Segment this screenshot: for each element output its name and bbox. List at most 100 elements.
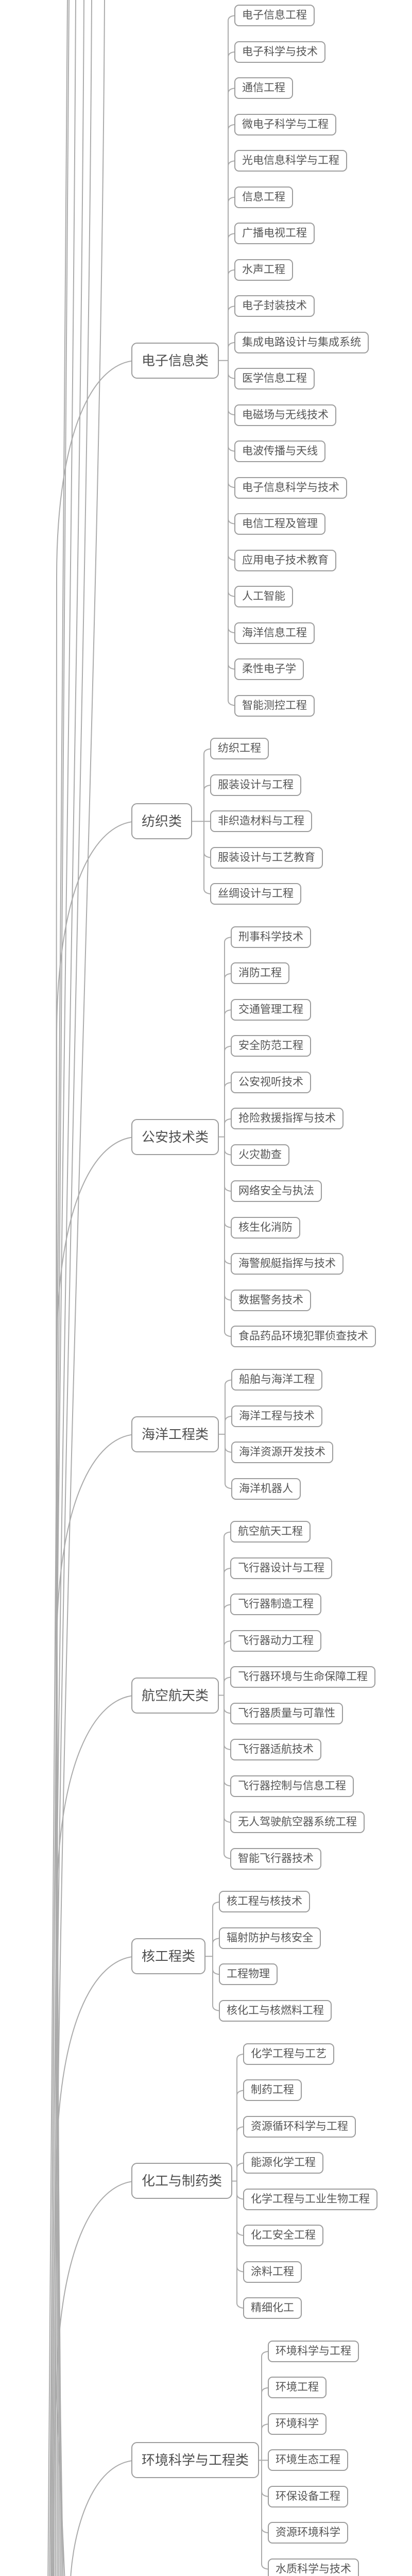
major-node[interactable]: 人工智能 bbox=[234, 586, 293, 607]
major-node[interactable]: 通信工程 bbox=[234, 77, 293, 99]
major-node[interactable]: 电磁场与无线技术 bbox=[234, 404, 336, 426]
major-node[interactable]: 飞行器控制与信息工程 bbox=[230, 1775, 354, 1797]
major-label: 核生化消防 bbox=[238, 1222, 293, 1233]
major-node[interactable]: 集成电路设计与集成系统 bbox=[234, 332, 369, 353]
major-node[interactable]: 微电子科学与工程 bbox=[234, 114, 336, 135]
major-label: 无人驾驶航空器系统工程 bbox=[238, 1816, 357, 1828]
major-node[interactable]: 航空航天工程 bbox=[230, 1521, 311, 1543]
major-node[interactable]: 化工安全工程 bbox=[243, 2225, 323, 2246]
major-node[interactable]: 能源化学工程 bbox=[243, 2152, 323, 2174]
category-node[interactable]: 纺织类 bbox=[131, 803, 193, 839]
major-node[interactable]: 消防工程 bbox=[231, 962, 289, 984]
major-node[interactable]: 环境生态工程 bbox=[268, 2449, 348, 2471]
major-node[interactable]: 核工程与核技术 bbox=[219, 1891, 310, 1912]
major-node[interactable]: 刑事科学技术 bbox=[231, 926, 311, 948]
major-node[interactable]: 工程物理 bbox=[219, 1963, 278, 1985]
major-node[interactable]: 海洋工程与技术 bbox=[231, 1405, 322, 1427]
major-node[interactable]: 电波传播与天线 bbox=[234, 440, 325, 462]
major-node[interactable]: 环境工程 bbox=[268, 2377, 327, 2398]
major-node[interactable]: 制药工程 bbox=[243, 2079, 302, 2101]
major-node[interactable]: 涂料工程 bbox=[243, 2261, 302, 2283]
major-label: 能源化学工程 bbox=[251, 2157, 316, 2168]
major-node[interactable]: 食品药品环境犯罪侦查技术 bbox=[231, 1326, 376, 1347]
major-node[interactable]: 核化工与核燃料工程 bbox=[219, 2000, 332, 2022]
major-label: 医学信息工程 bbox=[242, 372, 307, 384]
major-label: 化学工程与工艺 bbox=[251, 2048, 327, 2060]
major-label: 服装设计与工艺教育 bbox=[218, 852, 315, 863]
major-node[interactable]: 飞行器质量与可靠性 bbox=[230, 1703, 343, 1724]
major-node[interactable]: 资源循环科学与工程 bbox=[243, 2116, 356, 2138]
major-label: 信息工程 bbox=[242, 191, 285, 203]
major-node[interactable]: 环境科学 bbox=[268, 2413, 327, 2435]
major-node[interactable]: 无人驾驶航空器系统工程 bbox=[230, 1811, 365, 1833]
category-label: 航空航天类 bbox=[142, 1688, 209, 1703]
category-node[interactable]: 航空航天类 bbox=[131, 1677, 219, 1714]
major-label: 服装设计与工程 bbox=[218, 779, 294, 791]
category-node[interactable]: 核工程类 bbox=[131, 1938, 206, 1974]
major-node[interactable]: 电信工程及管理 bbox=[234, 513, 325, 535]
major-node[interactable]: 火灾勘查 bbox=[231, 1144, 289, 1166]
major-node[interactable]: 交通管理工程 bbox=[231, 999, 311, 1021]
major-node[interactable]: 船舶与海洋工程 bbox=[231, 1369, 322, 1391]
major-node[interactable]: 非织造材料与工程 bbox=[210, 810, 312, 832]
major-node[interactable]: 辐射防护与核安全 bbox=[219, 1927, 321, 1949]
major-node[interactable]: 海洋机器人 bbox=[231, 1478, 301, 1500]
major-node[interactable]: 电子封装技术 bbox=[234, 295, 315, 317]
major-label: 广播电视工程 bbox=[242, 227, 307, 239]
major-node[interactable]: 飞行器动力工程 bbox=[230, 1630, 321, 1652]
major-node[interactable]: 核生化消防 bbox=[231, 1217, 300, 1239]
major-label: 应用电子技术教育 bbox=[242, 554, 329, 566]
major-node[interactable]: 广播电视工程 bbox=[234, 223, 315, 244]
category-label: 公安技术类 bbox=[142, 1129, 209, 1145]
major-label: 工程物理 bbox=[227, 1968, 270, 1980]
major-node[interactable]: 应用电子技术教育 bbox=[234, 550, 336, 571]
branch-curve bbox=[56, 821, 139, 2576]
major-node[interactable]: 环保设备工程 bbox=[268, 2486, 348, 2507]
category-node[interactable]: 公安技术类 bbox=[131, 1119, 219, 1155]
category-node[interactable]: 化工与制药类 bbox=[131, 2163, 233, 2199]
major-node[interactable]: 公安视听技术 bbox=[231, 1072, 311, 1093]
major-node[interactable]: 化学工程与工业生物工程 bbox=[243, 2189, 377, 2210]
major-node[interactable]: 水声工程 bbox=[234, 259, 293, 281]
major-node[interactable]: 医学信息工程 bbox=[234, 368, 315, 389]
major-node[interactable]: 精细化工 bbox=[243, 2297, 302, 2319]
category-node[interactable]: 电子信息类 bbox=[131, 343, 219, 379]
major-node[interactable]: 纺织工程 bbox=[210, 738, 269, 759]
major-node[interactable]: 飞行器制造工程 bbox=[230, 1594, 321, 1615]
major-node[interactable]: 服装设计与工程 bbox=[210, 774, 301, 796]
major-node[interactable]: 飞行器适航技术 bbox=[230, 1739, 321, 1760]
major-label: 飞行器设计与工程 bbox=[238, 1562, 324, 1574]
major-node[interactable]: 飞行器环境与生命保障工程 bbox=[230, 1666, 375, 1688]
major-node[interactable]: 海洋信息工程 bbox=[234, 622, 315, 644]
major-node[interactable]: 信息工程 bbox=[234, 187, 293, 208]
major-node[interactable]: 智能测控工程 bbox=[234, 695, 315, 717]
major-node[interactable]: 抢险救援指挥与技术 bbox=[231, 1108, 344, 1129]
category-node[interactable]: 环境科学与工程类 bbox=[131, 2442, 260, 2478]
major-label: 智能飞行器技术 bbox=[238, 1853, 314, 1865]
major-node[interactable]: 安全防范工程 bbox=[231, 1035, 311, 1057]
major-node[interactable]: 服装设计与工艺教育 bbox=[210, 847, 323, 869]
major-node[interactable]: 水质科学与技术 bbox=[268, 2558, 359, 2576]
major-node[interactable]: 电子信息科学与技术 bbox=[234, 477, 347, 499]
major-node[interactable]: 数据警务技术 bbox=[231, 1290, 311, 1311]
major-node[interactable]: 光电信息科学与工程 bbox=[234, 150, 347, 172]
major-label: 核化工与核燃料工程 bbox=[227, 2005, 324, 2016]
major-node[interactable]: 海警舰艇指挥与技术 bbox=[231, 1253, 344, 1275]
major-node[interactable]: 海洋资源开发技术 bbox=[231, 1442, 333, 1463]
category-node[interactable]: 海洋工程类 bbox=[131, 1416, 219, 1452]
branch-curve bbox=[70, 2460, 139, 2576]
major-node[interactable]: 环境科学与工程 bbox=[268, 2341, 359, 2362]
major-node[interactable]: 电子科学与技术 bbox=[234, 41, 325, 63]
major-node[interactable]: 柔性电子学 bbox=[234, 658, 304, 680]
major-label: 刑事科学技术 bbox=[238, 931, 303, 943]
category-label: 环境科学与工程类 bbox=[142, 2452, 249, 2468]
branch-curve bbox=[56, 1694, 139, 2576]
major-label: 非织造材料与工程 bbox=[218, 815, 304, 827]
major-node[interactable]: 网络安全与执法 bbox=[231, 1180, 322, 1202]
major-node[interactable]: 智能飞行器技术 bbox=[230, 1848, 321, 1870]
major-node[interactable]: 电子信息工程 bbox=[234, 5, 315, 26]
major-node[interactable]: 化学工程与工艺 bbox=[243, 2043, 334, 2065]
major-node[interactable]: 丝绸设计与工程 bbox=[210, 883, 301, 905]
major-node[interactable]: 飞行器设计与工程 bbox=[230, 1557, 332, 1579]
major-node[interactable]: 资源环境科学 bbox=[268, 2522, 348, 2544]
